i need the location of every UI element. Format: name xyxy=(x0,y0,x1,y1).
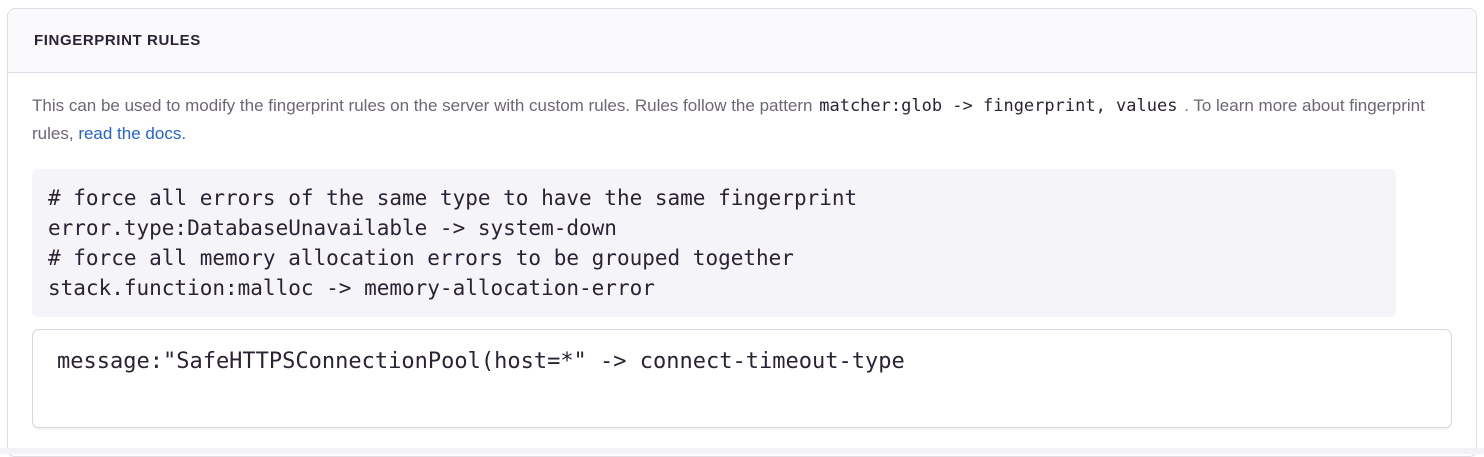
page-background-strip xyxy=(0,448,1484,454)
panel-body: This can be used to modify the fingerpri… xyxy=(8,73,1476,456)
pattern-inline-code: matcher:glob -> fingerprint, values xyxy=(819,96,1178,116)
example-code-block: # force all errors of the same type to h… xyxy=(32,169,1396,317)
description-text-before: This can be used to modify the fingerpri… xyxy=(32,96,813,115)
read-the-docs-link[interactable]: read the docs. xyxy=(78,124,187,143)
description-text-after: . To learn more about fingerprint rules, xyxy=(32,96,1425,143)
field-description: This can be used to modify the fingerpri… xyxy=(32,92,1452,147)
panel-header: FINGERPRINT RULES xyxy=(8,9,1476,73)
fingerprint-rules-panel: FINGERPRINT RULES This can be used to mo… xyxy=(7,8,1477,457)
fingerprint-rules-textarea[interactable]: message:"SafeHTTPSConnectionPool(host=*"… xyxy=(32,329,1452,428)
panel-title: FINGERPRINT RULES xyxy=(34,32,201,49)
